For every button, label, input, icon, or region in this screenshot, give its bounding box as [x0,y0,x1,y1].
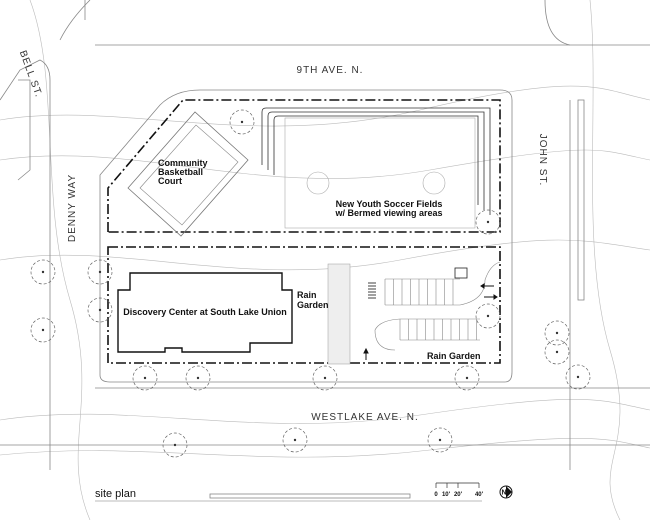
tree-icon [30,317,56,343]
scale-label-0: 0 [434,492,438,498]
tree-trunk [576,375,580,379]
tree-trunk [555,350,559,354]
tree-trunk [555,331,559,335]
tree-trunk [486,220,490,224]
label-soccer-2: w/ Bermed viewing areas [334,208,442,218]
tree-canopy [565,364,591,390]
tree-icon [312,365,338,391]
tree-trunk [465,376,469,380]
scale-label-40: 40' [475,492,484,498]
tree-icon [475,303,501,329]
svg-text:N: N [501,490,506,497]
tree-canopy [454,365,480,391]
plaza-paving [327,263,351,365]
berm-lines [261,107,491,215]
scale-label-20: 20' [454,492,463,498]
tree-trunk [293,438,297,442]
tree-canopy [475,303,501,329]
north-arrow-icon: N [499,485,513,499]
tree-trunk [41,328,45,332]
tree-icon [565,364,591,390]
tree-trunk [173,443,177,447]
label-soccer-1: New Youth Soccer Fields [336,199,443,209]
tree-canopy [30,317,56,343]
tree-icon [162,432,188,458]
tree-trunk [196,376,200,380]
tree-canopy [162,432,188,458]
basketball-court [127,111,249,237]
parking-stalls [374,261,501,351]
tree-canopy [229,109,255,135]
tree-canopy [87,259,113,285]
label-rain-garden-west-2: Garden [297,300,329,310]
tree-canopy [312,365,338,391]
label-building: Discovery Center at South Lake Union [123,307,287,317]
street-label-john-st: JOHN ST. [537,134,548,186]
discovery-center-building [117,272,293,353]
scale-label-10: 10' [442,492,451,498]
drawing-title: site plan [95,488,136,500]
tree-trunk [438,438,442,442]
street-label-denny-way: DENNY WAY [67,174,78,242]
tree-canopy [475,209,501,235]
tree-icon [282,427,308,453]
label-basketball-2: Basketball [158,167,203,177]
tree-trunk [98,270,102,274]
tree-icon [475,209,501,235]
label-rain-garden-west-1: Rain [297,290,317,300]
tree-canopy [544,320,570,346]
label-basketball-3: Court [158,176,182,186]
tree-icon [454,365,480,391]
tree-canopy [427,427,453,453]
tree-icon [87,259,113,285]
crosswalk [368,282,376,299]
tree-canopy [132,365,158,391]
tree-icon [132,365,158,391]
tree-canopy [282,427,308,453]
tree-trunk [98,308,102,312]
tree-icon [87,297,113,323]
tree-trunk [323,376,327,380]
tree-canopy [544,339,570,365]
tree-trunk [143,376,147,380]
soccer-field [284,117,476,229]
scale-bar [435,482,480,488]
tree-icon [30,259,56,285]
tree-icon [544,320,570,346]
property-line-south-block [107,246,501,364]
traffic-arrows [363,283,498,360]
tree-canopy [87,297,113,323]
label-rain-garden-south: Rain Garden [427,351,481,361]
tree-canopy [185,365,211,391]
street-label-9th-ave: 9TH AVE. N. [297,65,364,76]
property-line-north-block [107,99,501,233]
tree-canopy [30,259,56,285]
trees [30,109,591,458]
tree-icon [544,339,570,365]
tree-icon [185,365,211,391]
label-basketball-1: Community [158,158,208,168]
tree-icon [229,109,255,135]
curbs [0,0,650,499]
tree-trunk [486,314,490,318]
street-label-westlake-ave: WESTLAKE AVE. N. [311,412,419,423]
tree-trunk [240,120,244,124]
tree-icon [427,427,453,453]
tree-trunk [41,270,45,274]
